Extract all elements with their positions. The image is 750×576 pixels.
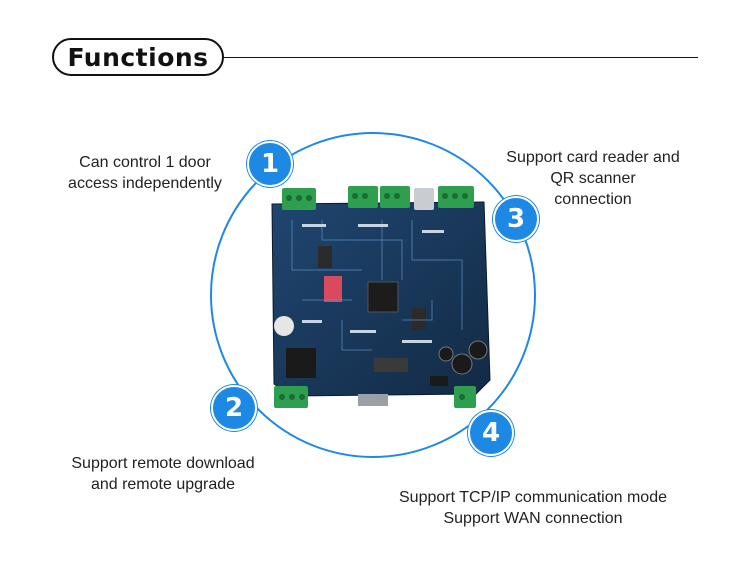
feature-badge-4: 4	[468, 410, 514, 456]
feature-badge-1: 1	[247, 141, 293, 187]
feature-ring	[210, 132, 536, 458]
feature-badge-3: 3	[493, 196, 539, 242]
feature-caption-3-line-3: connection	[554, 191, 632, 208]
feature-caption-2: Support remote download and remote upgra…	[40, 453, 286, 495]
feature-caption-4-line-2: Support WAN connection	[443, 510, 623, 527]
feature-caption-3-line-1: Support card reader and	[506, 149, 680, 166]
feature-badge-2: 2	[211, 385, 257, 431]
feature-caption-2-line-2: and remote upgrade	[90, 476, 236, 493]
feature-caption-1-line-2: access independently	[68, 175, 222, 192]
feature-caption-4: Support TCP/IP communication mode Suppor…	[362, 487, 704, 529]
feature-caption-1-line-1: Can control 1 door	[79, 154, 211, 171]
feature-caption-2-line-1: Support remote download	[71, 455, 255, 472]
title-divider	[224, 57, 698, 58]
feature-caption-4-line-1: Support TCP/IP communication mode	[399, 489, 667, 506]
section-title: Functions	[52, 38, 224, 76]
feature-caption-1: Can control 1 door access independently	[50, 152, 240, 194]
circuit-board-image	[271, 186, 491, 408]
feature-caption-3: Support card reader and QR scanner conne…	[480, 147, 706, 210]
feature-caption-3-line-2: QR scanner	[550, 170, 636, 187]
